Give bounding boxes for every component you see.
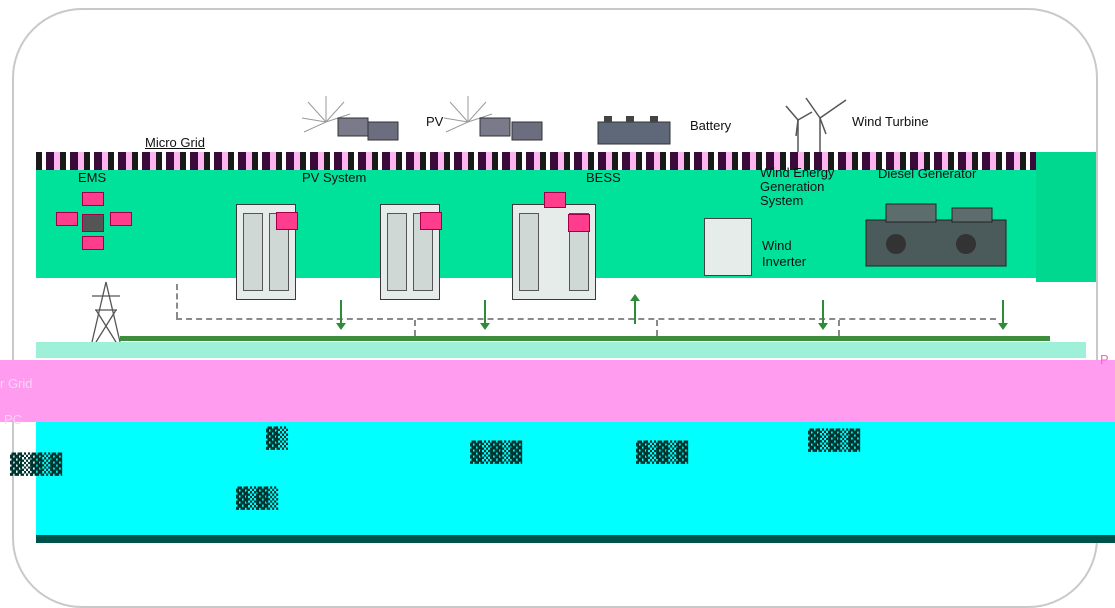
right-fragment: P [1100,352,1109,367]
glitch-block-5: ▓▒▓▒▓ [636,440,686,464]
wind-turbine-icon [780,92,850,156]
glitch-block-1: ▓▒▓▒▓ [10,452,60,476]
power-flow-arrow [822,300,824,324]
main-bus-line [120,336,1050,341]
power-flow-arrow [340,300,342,324]
grid-fragment: r Grid [0,376,33,391]
bess-label: BESS [586,170,621,185]
bidirectional-arrow [634,300,636,324]
diagram-title: Micro Grid [145,135,205,150]
wind-turbine-label: Wind Turbine [852,114,929,129]
diesel-label: Diesel Generator [878,166,976,181]
wind-inverter-icon [704,218,752,276]
glitch-block-6: ▓▒▓▒▓ [808,428,858,452]
ems-label: EMS [78,170,106,185]
diesel-generator-icon [856,196,1016,272]
battery-label: Battery [690,118,731,133]
wind-gen-label-line1: Wind Energy [760,166,834,180]
system-band-right [1036,152,1096,282]
bottom-line [36,535,1115,543]
glitch-block-2: ▓▒ [266,426,286,450]
lower-strip [36,342,1086,358]
wind-gen-label-line3: System [760,194,834,208]
ems-icon [52,186,136,256]
wind-inverter-line2: Inverter [762,254,806,270]
wind-gen-label: Wind Energy Generation System [760,166,834,208]
wind-inverter-label: Wind Inverter [762,238,806,270]
pc-fragment: PC [4,412,22,427]
power-flow-arrow [484,300,486,324]
pv-system-label: PV System [302,170,366,185]
glitch-block-4: ▓▒▓▒▓ [470,440,520,464]
pv-panel-icon [298,92,408,152]
glitch-block-3: ▓▒▓▒ [236,486,276,510]
pv-panel-icon-2 [440,92,560,152]
wind-inverter-line1: Wind [762,238,806,254]
transmission-tower-icon [86,280,126,344]
wind-gen-label-line2: Generation [760,180,834,194]
glitch-band [36,422,1115,540]
power-flow-arrow [1002,300,1004,324]
ac-link-line [176,318,996,320]
battery-icon [596,112,674,148]
grid-band [0,360,1115,422]
